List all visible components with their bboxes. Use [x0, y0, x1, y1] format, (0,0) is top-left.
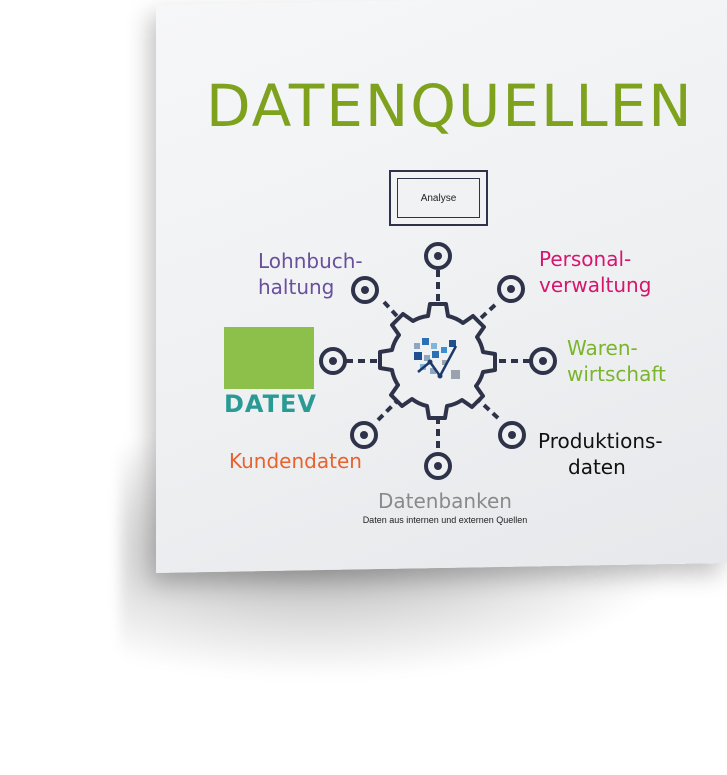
label-warenwirtschaft: Waren- wirtschaft: [567, 336, 666, 386]
data-analytics-icon: [414, 338, 460, 379]
target-node-bottom-right: [498, 421, 526, 449]
datev-logo-square: [224, 327, 314, 389]
label-produktionsdaten: Produktions- daten: [538, 429, 663, 479]
analyse-label: Analyse: [397, 178, 480, 218]
datev-logo: DATEV: [224, 327, 317, 418]
target-node-top-left: [351, 276, 379, 304]
label-datenbanken: Datenbanken: [378, 489, 512, 513]
target-node-bottom: [424, 452, 452, 480]
page-title: DATENQUELLEN: [206, 72, 694, 140]
label-lohnbuchhaltung: Lohnbuch- haltung: [258, 249, 363, 299]
target-node-bottom-left: [350, 421, 378, 449]
analyse-box: Analyse: [389, 170, 488, 226]
datev-logo-text: DATEV: [224, 390, 317, 418]
target-node-top: [424, 242, 452, 270]
label-personalverwaltung: Personal- verwaltung: [539, 247, 652, 297]
label-kundendaten: Kundendaten: [229, 449, 362, 473]
subtitle: Daten aus internen und externen Quellen: [362, 515, 528, 525]
gear-icon: [378, 302, 497, 420]
target-node-left: [319, 347, 347, 375]
target-node-right: [529, 347, 557, 375]
target-node-top-right: [497, 275, 525, 303]
